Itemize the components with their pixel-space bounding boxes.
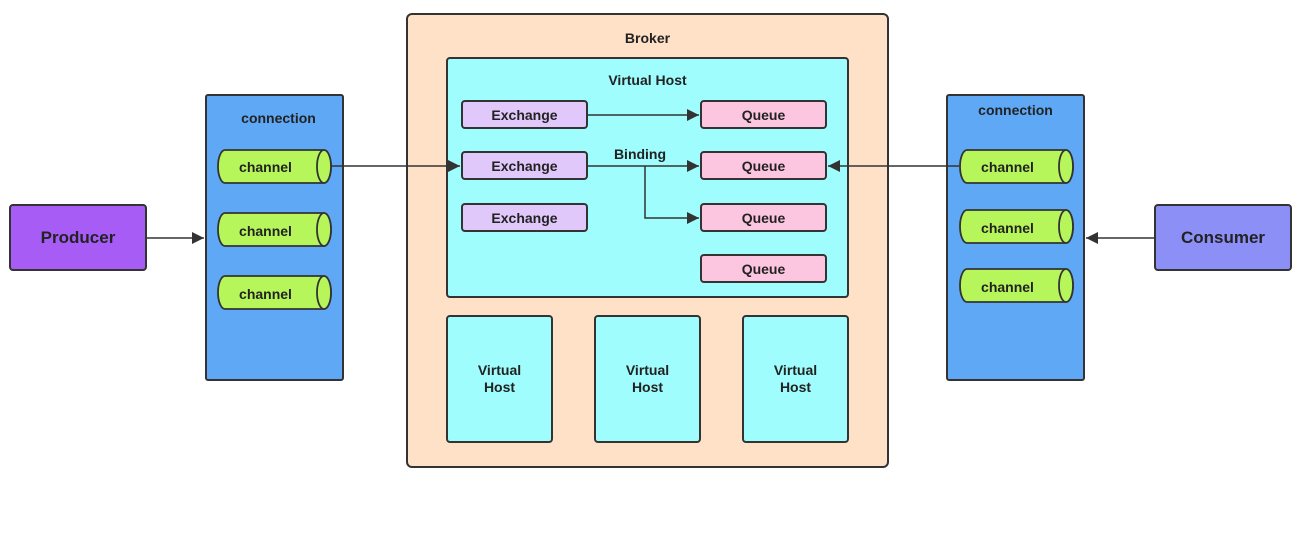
- virtual-host-box-3: Virtual Host: [742, 315, 849, 443]
- consumer-box: Consumer: [1154, 204, 1292, 271]
- exchange-2: Exchange: [461, 151, 588, 180]
- right-channel-label-1: channel: [981, 159, 1034, 175]
- virtual-host-label-1: Virtual Host: [477, 362, 522, 395]
- broker-title: Broker: [624, 30, 671, 46]
- exchange-3: Exchange: [461, 203, 588, 232]
- binding-label: Binding: [613, 146, 667, 162]
- producer-box: Producer: [9, 204, 147, 271]
- queue-4: Queue: [700, 254, 827, 283]
- queue-1: Queue: [700, 100, 827, 129]
- queue-2: Queue: [700, 151, 827, 180]
- left-channel-2-cylinder: [217, 212, 332, 247]
- virtual-host-label-2: Virtual Host: [625, 362, 670, 395]
- right-channel-1-cylinder: [959, 149, 1074, 184]
- virtual-host-box-2: Virtual Host: [594, 315, 701, 443]
- left-channel-1-cylinder: [217, 149, 332, 184]
- left-channel-label-2: channel: [239, 223, 292, 239]
- left-channel-3-cylinder: [217, 275, 332, 310]
- right-channel-3-cylinder: [959, 268, 1074, 303]
- virtual-host-label-3: Virtual Host: [773, 362, 818, 395]
- right-channel-2-cylinder: [959, 209, 1074, 244]
- exchange-1: Exchange: [461, 100, 588, 129]
- right-channel-label-2: channel: [981, 220, 1034, 236]
- virtual-host-box-1: Virtual Host: [446, 315, 553, 443]
- right-connection-title: connection: [978, 102, 1053, 118]
- queue-3: Queue: [700, 203, 827, 232]
- left-channel-label-3: channel: [239, 286, 292, 302]
- right-channel-label-3: channel: [981, 279, 1034, 295]
- main-virtual-host-title: Virtual Host: [608, 72, 687, 88]
- left-connection-title: connection: [241, 110, 316, 126]
- arrow-binding-to-queue3: [644, 166, 699, 224]
- left-channel-label-1: channel: [239, 159, 292, 175]
